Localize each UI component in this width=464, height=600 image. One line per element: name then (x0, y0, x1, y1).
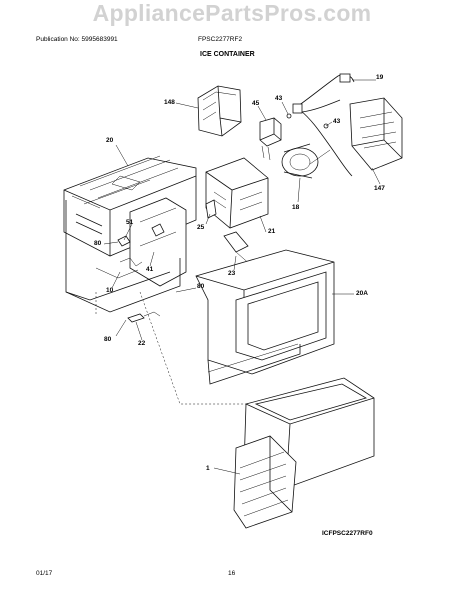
footer-page-number: 16 (228, 570, 236, 577)
publication-number: Publication No: 5995683991 (36, 36, 118, 43)
callout-80-bottom: 80 (104, 336, 112, 343)
callout-147: 147 (374, 185, 385, 192)
callout-148: 148 (164, 99, 175, 106)
callout-43-right: 43 (333, 118, 341, 125)
model-number: FPSC2277RF2 (198, 36, 243, 43)
watermark: AppliancePartsPros.com (92, 0, 372, 26)
part-148-cover (197, 85, 242, 137)
callout-19: 19 (376, 74, 384, 81)
part-22-thermistor (127, 311, 161, 323)
section-title: ICE CONTAINER (200, 51, 255, 58)
callout-45: 45 (252, 100, 260, 107)
diagram-code: ICFPSC2277RF0 (322, 530, 373, 537)
footer-date: 01/17 (36, 570, 53, 577)
callout-1: 1 (206, 465, 210, 472)
callout-21: 21 (268, 228, 276, 235)
part-147-board (349, 97, 403, 171)
part-19-harness (292, 73, 355, 177)
callout-10: 10 (106, 287, 114, 294)
callout-20A: 20A (356, 290, 368, 297)
part-51-80-small (117, 223, 165, 247)
callout-41: 41 (146, 266, 154, 273)
callout-51: 51 (126, 219, 134, 226)
callout-22: 22 (138, 340, 146, 347)
callout-43-top: 43 (275, 95, 283, 102)
part-18-motor (281, 143, 331, 179)
callout-25: 25 (197, 224, 205, 231)
part-41-heater (119, 257, 143, 267)
callout-80-left: 80 (94, 240, 102, 247)
callout-80-mid: 80 (197, 283, 205, 290)
part-1-ice-bucket (233, 377, 375, 529)
part-45-switch (259, 117, 282, 161)
part-bracket-lower (65, 197, 187, 313)
callout-20: 20 (106, 137, 114, 144)
callout-18: 18 (292, 204, 300, 211)
part-21-housing (205, 157, 269, 229)
part-20A-frame (195, 249, 335, 385)
part-25-bracket (205, 199, 217, 219)
callout-23: 23 (228, 270, 236, 277)
part-43-clip (286, 113, 329, 129)
